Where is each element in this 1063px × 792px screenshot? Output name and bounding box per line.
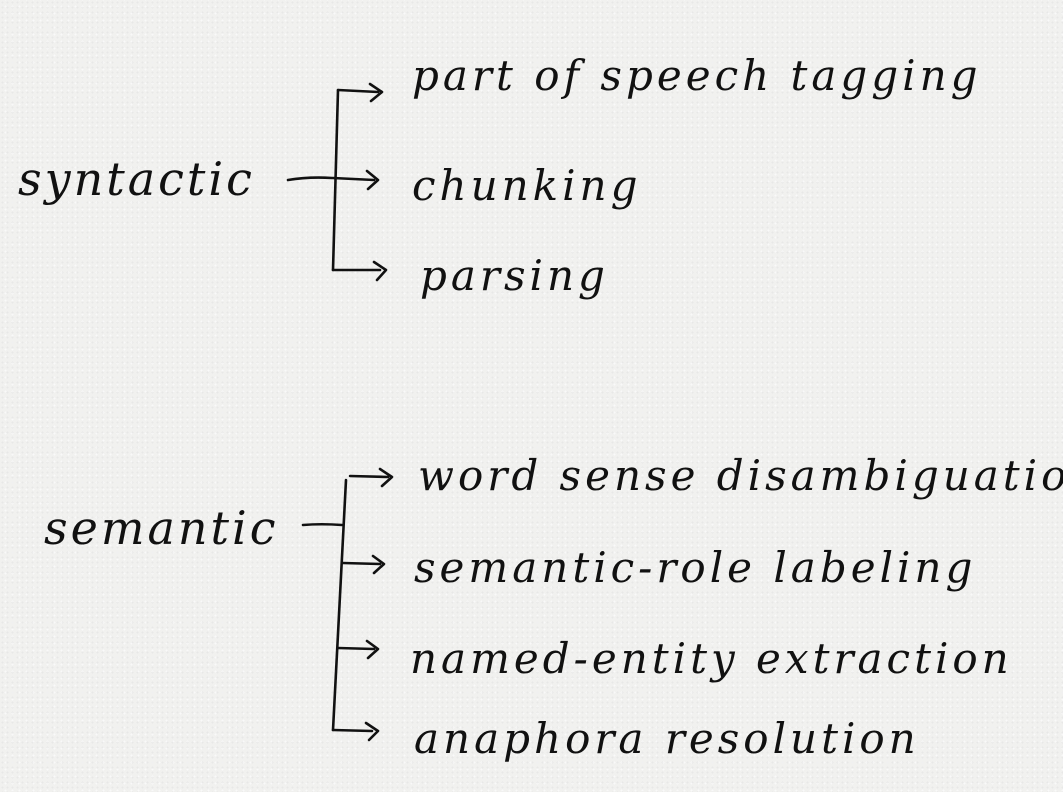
- syntactic-arrow-1: [336, 82, 384, 103]
- semantic-arrow-2: [341, 554, 386, 575]
- task-parsing: parsing: [420, 251, 609, 300]
- task-anaphora-resolution: anaphora resolution: [414, 714, 920, 763]
- semantic-bracket-spine: [331, 478, 348, 732]
- syntactic-connector-line: [286, 176, 334, 182]
- task-part-of-speech-tagging: part of speech tagging: [412, 51, 982, 100]
- category-semantic: semantic: [44, 501, 279, 555]
- task-named-entity-extraction: named-entity extraction: [410, 634, 1013, 683]
- category-syntactic: syntactic: [18, 152, 255, 206]
- semantic-arrow-1: [348, 467, 394, 488]
- syntactic-bracket-spine: [331, 88, 340, 272]
- syntactic-arrow-3: [331, 260, 388, 282]
- syntactic-arrow-2: [331, 169, 380, 191]
- task-chunking: chunking: [412, 161, 642, 210]
- semantic-arrow-4: [331, 721, 380, 742]
- semantic-connector-line: [301, 522, 344, 527]
- semantic-arrow-3: [336, 639, 380, 660]
- task-word-sense-disambiguation: word sense disambiguation: [418, 451, 1063, 500]
- task-semantic-role-labeling: semantic-role labeling: [414, 543, 977, 592]
